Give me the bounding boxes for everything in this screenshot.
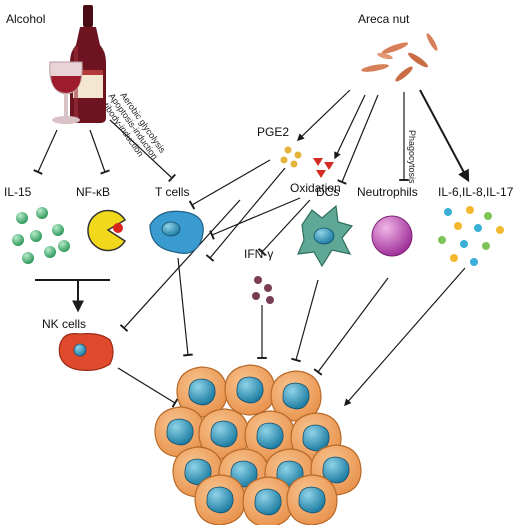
tumor-arrows (35, 199, 466, 408)
tumor-nucleus (166, 418, 194, 446)
nk-cell-icon (58, 333, 114, 371)
wine-glass-icon (49, 61, 83, 124)
label-oxidation: Oxidation (290, 181, 341, 195)
tumor-nucleus (282, 382, 310, 410)
tumor-nucleus (256, 422, 284, 450)
tumor-nucleus (184, 458, 212, 486)
pge2-inhibit-nk (119, 199, 241, 332)
label-t-cells: T cells (155, 185, 189, 199)
inhibit-nfkb (89, 129, 110, 175)
areca-to-pge2 (296, 89, 351, 141)
dc-icon (297, 204, 354, 268)
areca-to-cytokines (419, 89, 470, 183)
inhibit-il15 (33, 129, 58, 175)
label-nfkb: NF-κB (76, 185, 110, 199)
label-nk-cells: NK cells (42, 317, 86, 331)
label-dcs: DCs (316, 185, 339, 199)
il15-molecules (12, 207, 70, 264)
label-alcohol: Alcohol (6, 12, 45, 26)
tumor-cluster (154, 364, 362, 525)
alcohol-effects-text: Aerobic glycolysis Apoptosis-induction A… (95, 90, 168, 161)
tumor-nucleus (298, 486, 326, 514)
ifn-gamma-molecules (252, 276, 274, 304)
label-phagocytosis: Phagocytosis (407, 130, 417, 184)
label-neutrophils: Neutrophils (357, 185, 418, 199)
pge2-oxidation-arrows (188, 159, 311, 262)
areca-nut-icon (361, 33, 438, 82)
alcohol-arrows (33, 119, 176, 183)
label-il-cytokines: IL-6,IL-8,IL-17 (438, 185, 514, 199)
neutrophil-icon (371, 215, 413, 257)
pge2-inhibit-nk-line (205, 167, 286, 262)
oxidation-inhibit-ifn (257, 199, 311, 256)
label-areca-nut: Areca nut (358, 12, 410, 26)
pge2-inhibit-tcells (188, 159, 271, 210)
oxidation-molecules (313, 158, 334, 178)
areca-inhibit-dcs (337, 94, 379, 185)
label-il15: IL-15 (4, 185, 32, 199)
cytokines-to-tumor (344, 267, 466, 407)
tumor-nucleus (188, 378, 216, 406)
pge2-molecules (280, 146, 302, 168)
neutrophils-to-tumor (313, 277, 389, 376)
label-ifn-gamma: IFN-γ (244, 247, 273, 261)
tumor-nucleus (254, 488, 282, 516)
tumor-nucleus (236, 376, 264, 404)
tumor-nucleus (210, 420, 238, 448)
areca-to-oxidation (334, 94, 366, 160)
nk-to-tumor (117, 367, 179, 408)
label-pge2: PGE2 (257, 125, 289, 139)
inhibit-tcells-alcohol (109, 119, 176, 183)
tumor-nucleus (206, 486, 234, 514)
cytokine-molecules (438, 206, 504, 266)
nfkb-molecule (87, 209, 127, 252)
oxidation-inhibit-tcells (209, 197, 301, 240)
tumor-nucleus (302, 424, 330, 452)
tcells-to-tumor (177, 257, 193, 357)
areca-arrows (296, 89, 470, 185)
t-cell-icon (149, 210, 204, 254)
dcs-to-tumor (291, 279, 319, 363)
